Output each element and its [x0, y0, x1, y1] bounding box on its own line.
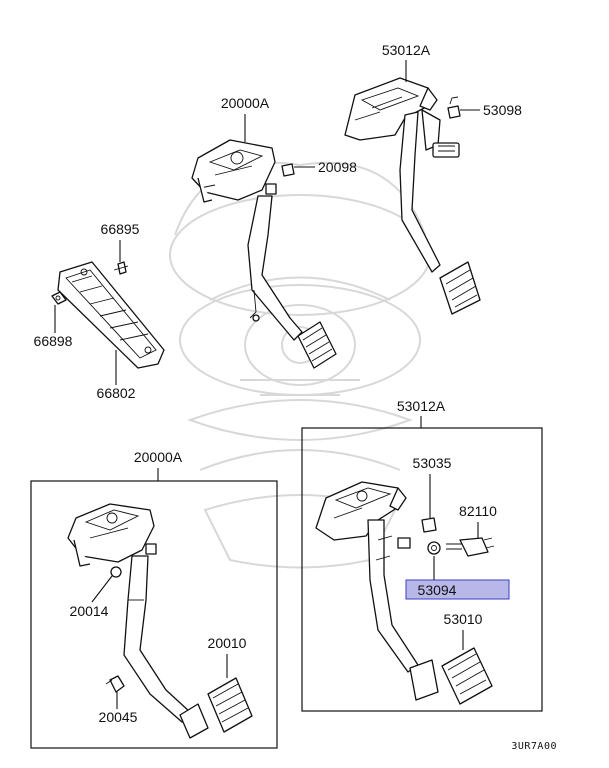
- label-brake-bolt-top: 20098: [318, 159, 357, 175]
- brake-pedal-assembly-lower: [67, 503, 253, 739]
- clutch-pedal-assembly-lower: [315, 481, 495, 705]
- label-brake-clip: 20014: [70, 603, 109, 619]
- label-bushing[interactable]: 53094: [418, 582, 457, 598]
- label-brake-pad: 20010: [208, 635, 247, 651]
- label-brake-pedal-top: 20000A: [221, 95, 270, 111]
- brake-pedal-assembly-top: [191, 139, 337, 369]
- clutch-pedal-box: [301, 427, 543, 712]
- label-stopper: 53035: [413, 455, 452, 471]
- label-pad-clip: 66898: [34, 333, 73, 349]
- label-switch: 82110: [459, 503, 497, 519]
- diagram-code: 3UR7A00: [511, 741, 557, 752]
- clutch-pedal-assembly-top: [344, 77, 481, 315]
- label-clutch-pad: 53010: [444, 611, 483, 627]
- label-brake-pedal-lower: 20000A: [134, 449, 183, 465]
- label-clutch-pedal-lower: 53012A: [397, 398, 446, 414]
- label-clutch-pedal-top: 53012A: [382, 42, 431, 58]
- label-pad-screw: 66895: [101, 221, 140, 237]
- pedal-pad-group: [51, 261, 165, 369]
- brake-pedal-box: [30, 480, 278, 749]
- label-pedal-pad: 66802: [97, 385, 136, 401]
- label-clutch-bolt-top: 53098: [483, 102, 522, 118]
- highlight-bushing[interactable]: [405, 579, 510, 600]
- label-brake-pin: 20045: [99, 709, 138, 725]
